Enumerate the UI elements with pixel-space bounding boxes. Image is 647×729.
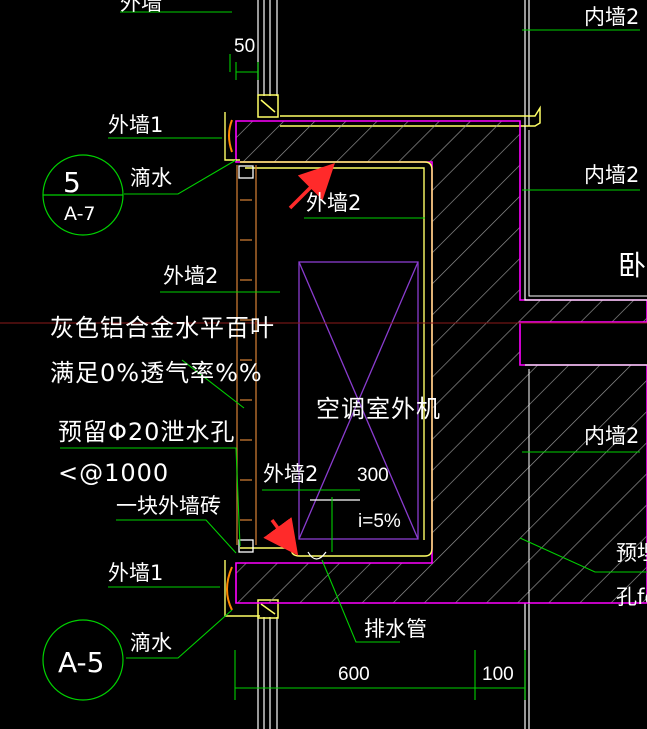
note-louver-line1: 灰色铝合金水平百叶	[50, 314, 275, 342]
label-slope: i=5%	[358, 511, 401, 532]
label-inner-wall-top: 内墙2	[584, 5, 639, 29]
interior-finish-line	[240, 161, 433, 557]
label-room-partial: 卧	[618, 249, 646, 282]
detail-5-sheet: A-7	[64, 203, 96, 225]
dim-50: 50	[234, 36, 255, 57]
ac-unit-box	[298, 261, 419, 540]
note-drain-hole-line1: 预留Φ20泄水孔	[58, 418, 235, 446]
label-outer-wall-1-top: 外墙1	[108, 113, 163, 137]
concrete-structure	[235, 120, 647, 604]
label-inner-wall-mid: 内墙2	[584, 163, 639, 187]
label-top-partial: 外墙	[120, 0, 162, 15]
label-drip-top: 滴水	[130, 166, 172, 190]
leader-lines	[60, 11, 647, 700]
red-arrow-upper	[288, 163, 335, 210]
drain-pipe	[307, 499, 360, 560]
dim-300: 300	[357, 465, 389, 486]
label-drip-bottom: 滴水	[130, 631, 172, 655]
drip-curve-bottom	[226, 566, 233, 611]
label-one-brick: 一块外墙砖	[116, 494, 221, 518]
label-outer-wall-2-a: 外墙2	[306, 191, 361, 215]
label-outer-wall-1-bottom: 外墙1	[108, 561, 163, 585]
label-reserve-partial-2: 孔for	[616, 585, 647, 609]
label-outer-wall-2-b: 外墙2	[163, 264, 218, 288]
drip-curve-top	[228, 119, 233, 153]
label-inner-wall-low: 内墙2	[584, 424, 639, 448]
detail-a5-label: A-5	[58, 646, 104, 679]
louver-strip	[236, 165, 257, 553]
dim-600: 600	[338, 664, 370, 685]
label-reserve-partial-1: 预埋	[616, 541, 647, 565]
detail-5-number: 5	[63, 166, 81, 199]
detail-callout-5	[42, 154, 124, 236]
note-louver-line2: 满足0%透气率%%	[50, 359, 263, 387]
note-drain-hole-line2: <@1000	[58, 459, 169, 487]
label-drain-pipe: 排水管	[364, 617, 427, 641]
exterior-wall-lines	[257, 0, 530, 729]
label-ac-unit: 空调室外机	[316, 395, 441, 423]
red-arrow-lower	[263, 517, 299, 556]
dim-100: 100	[482, 664, 514, 685]
detail-callout-a5	[42, 619, 124, 701]
label-outer-wall-2-c: 外墙2	[263, 462, 318, 486]
